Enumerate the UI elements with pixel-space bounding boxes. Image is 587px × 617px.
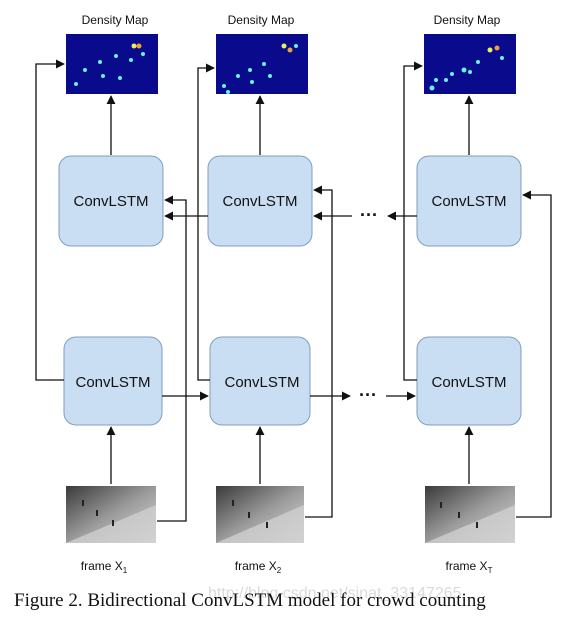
- ellipsis-upper: ···: [360, 205, 378, 225]
- frame-label-3: frame XT: [446, 559, 493, 575]
- figure-caption: Figure 2. Bidirectional ConvLSTM model f…: [14, 590, 486, 611]
- input-frame-1: [66, 486, 156, 543]
- upper-convlstm-2: ConvLSTM: [207, 155, 313, 247]
- arrow-lower2-to-density2: [197, 63, 215, 381]
- ellipsis-lower: ···: [359, 385, 377, 405]
- density-map-label-3: Density Map: [434, 13, 501, 27]
- arrow-frame3-to-upper3: [516, 190, 552, 518]
- input-frame-3: [425, 486, 515, 543]
- input-frame-2: [216, 486, 304, 543]
- density-map-2: [216, 34, 308, 94]
- lower-convlstm-1: ConvLSTM: [63, 336, 163, 426]
- lower-convlstm-3: ConvLSTM: [416, 336, 522, 426]
- lower-convlstm-label-2: ConvLSTM: [224, 374, 299, 391]
- density-map-label-2: Density Map: [228, 13, 295, 27]
- watermark: http://blog.csdn.net/sinat_33147265: [208, 585, 462, 602]
- upper-convlstm-3: ConvLSTM: [416, 155, 522, 247]
- arrow-lower3-to-density3: [403, 61, 423, 381]
- upper-convlstm-label-1: ConvLSTM: [73, 193, 148, 210]
- density-map-1: [66, 34, 158, 94]
- arrow-frame1-to-upper1: [157, 195, 187, 522]
- upper-convlstm-label-2: ConvLSTM: [222, 193, 297, 210]
- arrow-lower1-to-density1: [35, 59, 65, 381]
- density-map-label-1: Density Map: [82, 13, 149, 27]
- upper-convlstm-label-3: ConvLSTM: [431, 193, 506, 210]
- upper-convlstm-1: ConvLSTM: [58, 155, 164, 247]
- lower-convlstm-2: ConvLSTM: [209, 336, 311, 426]
- frame-label-1: frame X1: [81, 559, 128, 575]
- lower-convlstm-label-3: ConvLSTM: [431, 374, 506, 391]
- arrow-frame2-to-upper2: [305, 185, 333, 518]
- frame-label-2: frame X2: [235, 559, 282, 575]
- density-map-3: [424, 34, 516, 94]
- arrows: [35, 59, 552, 522]
- lower-convlstm-label-1: ConvLSTM: [75, 374, 150, 391]
